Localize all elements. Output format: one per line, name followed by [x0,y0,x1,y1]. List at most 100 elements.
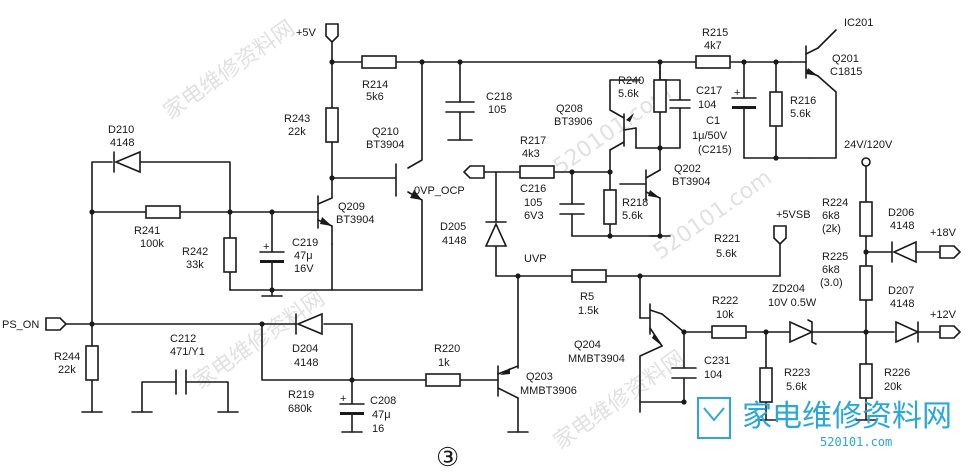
d204-ref: D204 [292,343,318,355]
r241-body [145,205,181,219]
out-12-label: +12V [930,309,957,321]
q203-ref: Q203 [526,371,553,383]
r244-body [85,345,99,381]
c212-ref: C212 [170,333,196,345]
c218-ref: C218 [486,91,512,103]
r216-val: 5.6k [790,108,811,120]
q204-ref: Q204 [574,339,601,351]
vcc-terminal [325,23,339,44]
r214-val: 5k6 [366,91,384,103]
r219-val: 680k [288,403,312,415]
wires [65,29,941,433]
r214-body [361,55,397,69]
r223-ref: R223 [784,367,810,379]
r217-ref: R217 [520,135,546,147]
d205-ref: D205 [440,221,466,233]
capacitors: + + + [175,87,757,415]
r225-body [859,265,873,301]
r241-ref: R241 [134,225,160,237]
r220-body [425,373,461,387]
r224-val1: 6k8 [822,210,840,222]
r240-val: 5.6k [618,88,639,100]
net-labels: +5V 0VP_OCP UVP +5VSB PS_ON 24V/120V +18… [2,17,957,331]
watermark-text: 家电维修资料网 [159,16,300,125]
c217-val: 104 [698,99,716,111]
r244-val: 22k [58,364,76,376]
uvp-label: UVP [524,253,547,265]
d207-ref: D207 [888,285,914,297]
diodes [113,150,920,345]
out-18-label: +18V [930,227,957,239]
junctions [89,59,869,405]
r243-val: 22k [288,126,306,138]
r242-ref: R242 [182,246,208,258]
in-24-terminal [861,157,871,167]
logo-url: 520101.com [820,435,892,449]
figure-number: ③ [436,443,459,473]
c208-val1: 47μ [372,409,391,421]
r226-ref: R226 [884,367,910,379]
q202-ref: Q202 [674,163,701,175]
r220-ref: R220 [434,343,460,355]
r243-ref: R243 [284,113,310,125]
r220-val: 1k [438,357,450,369]
r214-ref: R214 [362,79,388,91]
c216-val2: 6V3 [524,210,544,222]
r225-ref: R225 [822,251,848,263]
c216-val1: 105 [524,197,542,209]
c231-ref: C231 [704,355,730,367]
c1-val2: (C215) [698,144,732,156]
q202-val: BT3904 [672,176,711,188]
r243-body [325,107,339,143]
d204-val: 4148 [294,357,318,369]
q203-val: MMBT3906 [520,385,577,397]
r218-ref: R218 [622,197,648,209]
ps-on-label: PS_ON [2,319,39,331]
q201-val: C1815 [830,66,862,78]
c217-ref: C217 [696,85,722,97]
r221-body [571,269,607,283]
r222-val: 10k [716,309,734,321]
r5-val: 1.5k [578,305,599,317]
q208-val: BT3906 [554,116,593,128]
q204-val: MMBT3904 [568,353,625,365]
q210-ref: Q210 [372,126,399,138]
r226-body [859,363,873,399]
c208-val2: 16 [372,423,384,435]
terminals [45,23,962,339]
vsb-terminal [773,225,787,246]
r221-val: 5.6k [716,248,737,260]
c208-ref: C208 [370,395,396,407]
q209-ref: Q209 [338,201,365,213]
site-logo: 家电维修资料网 520101.com [697,397,952,449]
q201-ref: Q201 [832,53,859,65]
c216-ref: C216 [520,183,546,195]
zd204-ref: ZD204 [772,283,805,295]
r215-body [695,55,731,69]
r222-ref: R222 [712,295,738,307]
r218-val: 5.6k [622,210,643,222]
logo-text: 家电维修资料网 [742,399,952,434]
r226-val: 20k [884,381,902,393]
r216-body [769,91,783,127]
watermark-text: 520101.com [649,165,776,265]
r217-val: 4k3 [522,148,540,160]
r219-ref: R219 [288,389,314,401]
r217-body [519,165,555,179]
r222-body [711,325,747,339]
d206-val: 4148 [890,220,914,232]
transistors [317,45,819,399]
r225-val1: 6k8 [822,264,840,276]
c231-val: 104 [704,369,722,381]
r224-val2: (2k) [822,223,841,235]
r5-ref: R5 [580,291,594,303]
vcc-label: +5V [296,27,317,39]
in-24-label: 24V/120V [844,139,893,151]
svg-text:+: + [263,241,269,253]
c1-ref: C1 [706,115,720,127]
component-labels: R214 5k6 R243 22k C218 105 Q210 BT3904 Q… [54,27,914,435]
q210-val: BT3904 [366,139,405,151]
r242-body [223,237,237,273]
c219-val1: 47μ [294,250,313,262]
